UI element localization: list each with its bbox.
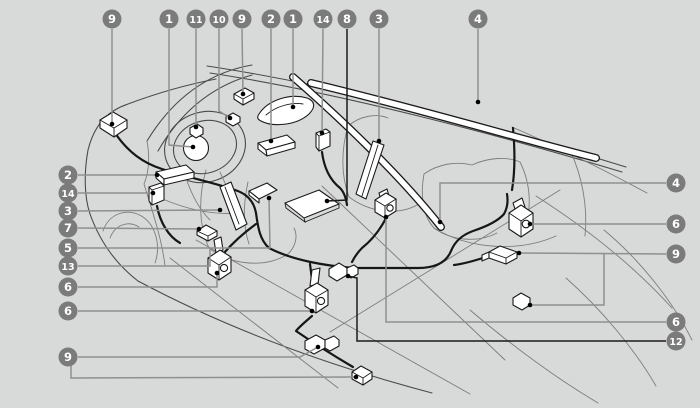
callout-number: 14	[61, 189, 75, 200]
callout-number: 3	[375, 12, 383, 26]
callout-number: 1	[289, 12, 297, 26]
callout-number: 9	[672, 247, 680, 261]
callout-3-9: 3	[369, 9, 389, 144]
callout-9-4: 9	[232, 9, 252, 97]
callout-13-16: 13	[58, 248, 211, 276]
callout-number: 6	[64, 304, 72, 318]
callout-number: 11	[189, 15, 202, 26]
callout-number: 2	[267, 12, 275, 26]
dash-unit-right	[315, 128, 331, 152]
callout-number: 7	[64, 221, 72, 235]
callout-number: 6	[672, 217, 680, 231]
callout-9-22: 9	[516, 244, 686, 308]
callout-bubble	[186, 9, 206, 29]
callout-bubble	[58, 301, 78, 321]
callout-bubble	[666, 312, 686, 332]
roof-curtain-airbags	[289, 73, 600, 231]
callout-bubble	[666, 214, 686, 234]
callout-number: 6	[64, 280, 72, 294]
rear-impact-sensor	[481, 245, 518, 265]
harness-connector-7	[196, 224, 218, 242]
harness-connector-low	[351, 365, 373, 386]
callout-bubble	[58, 277, 78, 297]
dash-unit-left	[148, 182, 165, 206]
callout-6-23: 6	[383, 214, 686, 332]
callout-number: 4	[474, 12, 482, 26]
callout-bubble	[159, 9, 179, 29]
callout-number: 2	[64, 168, 72, 182]
callout-9-0: 9	[102, 9, 122, 127]
dash-top-sensor	[233, 87, 255, 106]
callout-number: 4	[672, 176, 680, 190]
callout-12-24: 12	[345, 273, 686, 351]
callout-6-17: 6	[58, 270, 220, 297]
callout-10-3: 10	[209, 9, 233, 121]
callout-number: 6	[672, 315, 680, 329]
callout-bubble	[58, 165, 78, 185]
callout-bubble	[209, 9, 229, 29]
floor-sensor-box	[248, 182, 278, 204]
callout-number: 9	[238, 12, 246, 26]
callout-number: 3	[64, 204, 72, 218]
callout-14-7: 14	[313, 9, 333, 136]
callout-5-15: 5	[58, 195, 272, 258]
callout-number: 13	[61, 262, 74, 273]
dash-bracket-upper	[257, 134, 296, 157]
callout-bubble	[58, 201, 78, 221]
callout-9-19: 9	[58, 344, 359, 380]
callout-bubble	[58, 218, 78, 238]
callout-bubble	[313, 9, 333, 29]
callout-4-20: 4	[437, 173, 686, 225]
callout-2-5: 2	[261, 9, 281, 144]
callout-8-8: 8	[324, 9, 357, 204]
callout-bubble	[666, 244, 686, 264]
callout-7-14: 7	[58, 218, 202, 238]
callout-bubble	[58, 347, 78, 367]
callout-bubble	[468, 9, 488, 29]
cable-reel	[189, 123, 204, 139]
callout-bubble	[58, 183, 78, 203]
callout-bubble	[58, 238, 78, 258]
callout-6-21: 6	[527, 214, 686, 234]
callout-number: 14	[316, 15, 330, 26]
callout-number: 5	[64, 241, 72, 255]
callout-bubble	[261, 9, 281, 29]
callout-number: 12	[669, 337, 682, 348]
callout-11-2: 11	[186, 9, 206, 130]
callout-bubble	[283, 9, 303, 29]
srs-control-unit	[284, 189, 340, 224]
callout-4-10: 4	[468, 9, 488, 105]
callout-bubble	[58, 256, 78, 276]
callout-bubble	[102, 9, 122, 29]
callout-number: 9	[64, 350, 72, 364]
callout-number: 1	[165, 12, 173, 26]
callout-6-18: 6	[58, 301, 315, 321]
callout-number: 9	[108, 12, 116, 26]
harness-connector-mid	[304, 334, 340, 355]
callout-bubble	[666, 173, 686, 193]
callout-bubble	[666, 331, 686, 351]
callout-bubble	[337, 9, 357, 29]
buckle-tensioner-mid	[374, 188, 397, 219]
callout-2-11: 2	[58, 165, 160, 185]
callout-1-6: 1	[283, 9, 303, 110]
car-body-outline	[84, 64, 693, 404]
seat-side-airbag-passenger	[355, 140, 385, 200]
components	[99, 87, 534, 386]
driver-airbag	[182, 134, 210, 162]
callout-number: 8	[343, 12, 351, 26]
callout-14-12: 14	[58, 183, 156, 203]
callout-number: 10	[212, 15, 226, 26]
callout-1-1: 1	[159, 9, 196, 150]
buckle-tensioner-center	[304, 267, 329, 314]
callout-bubble	[232, 9, 252, 29]
callout-3-13: 3	[58, 201, 223, 221]
buckle-tensioner-front-left	[207, 236, 232, 281]
callout-bubble	[369, 9, 389, 29]
seat-side-airbag-driver	[219, 181, 248, 231]
